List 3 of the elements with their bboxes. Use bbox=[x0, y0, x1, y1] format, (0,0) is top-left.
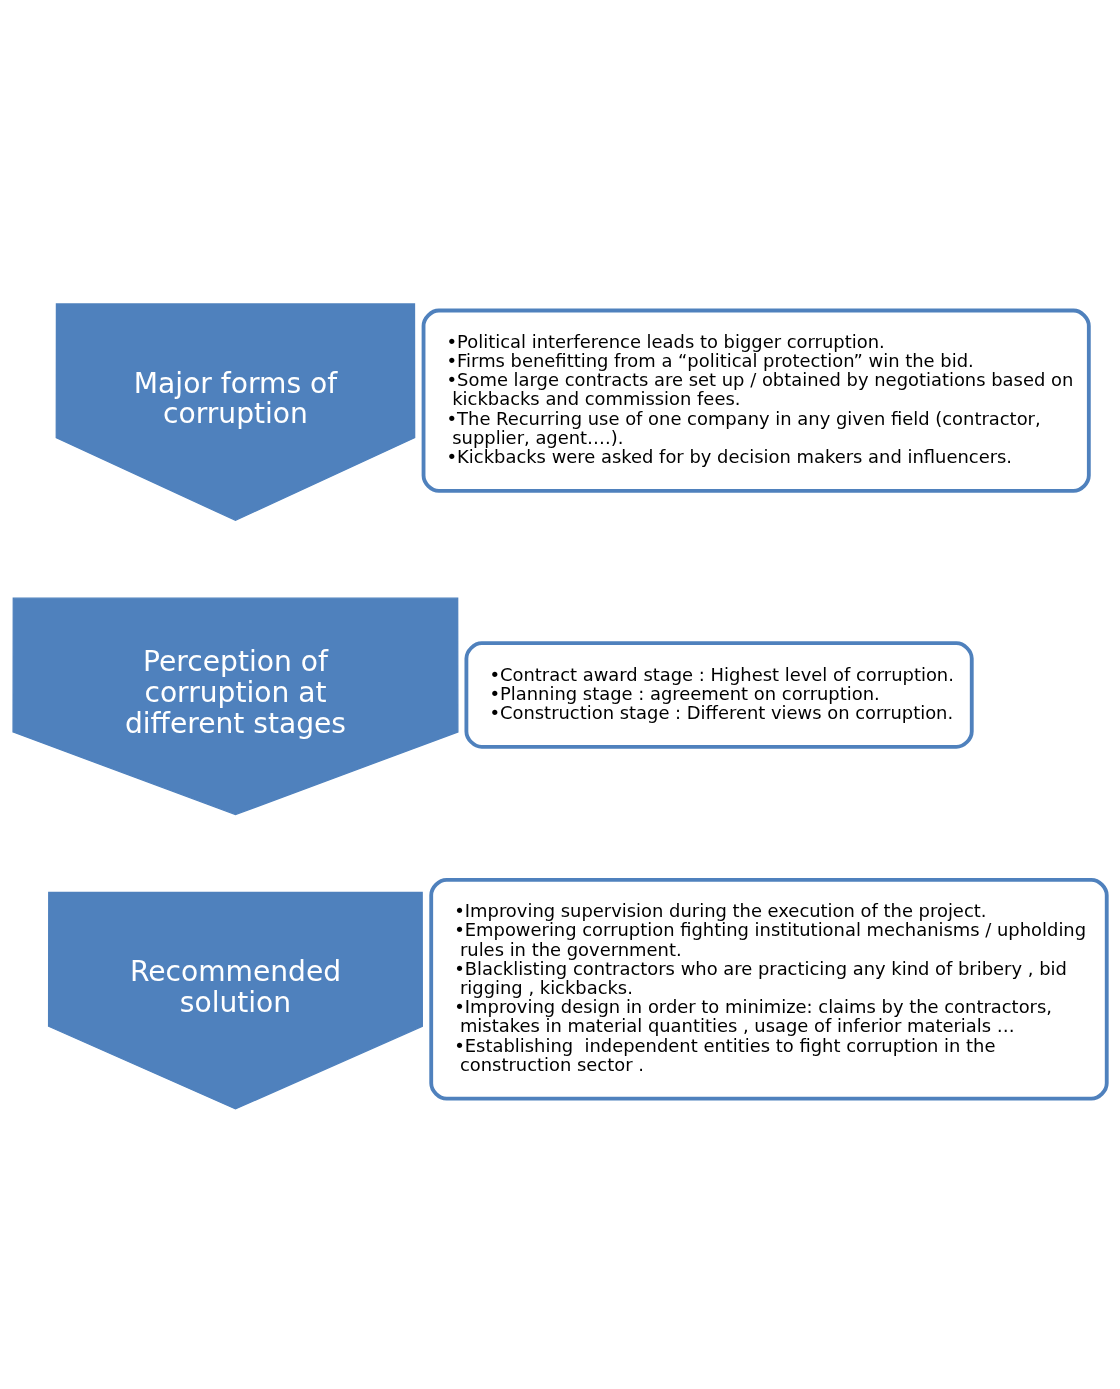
node-box: •Political interference leads to bigger corruption. •Firms benefitting from a “political protection” win the bid. •Some large contracts are set up / obtained by negotiations based on kickbacks and commission fees. •The Recurring use of one company in any given field (contractor, supplier, agent….). •Kickbacks were asked for by decision makers and influencers. bbox=[421, 308, 1091, 493]
node-box: •Contract award stage : Highest level of corruption. •Planning stage : agreement on corruption. •Construction stage : Different views on corruption. bbox=[464, 640, 974, 749]
node-box: •Improving supervision during the execution of the project. •Empowering corruption fighting institutional mechanisms / upholding rules in the government. •Blacklisting contractors who are practicing any kind of bribery , bid rigging , kickbacks. •Improving design in order to minimize: claims by the contractors, mistakes in material quantities , usage of inferior materials … •Establishing independent entities to fight corruption in the construction sector . bbox=[429, 877, 1109, 1101]
